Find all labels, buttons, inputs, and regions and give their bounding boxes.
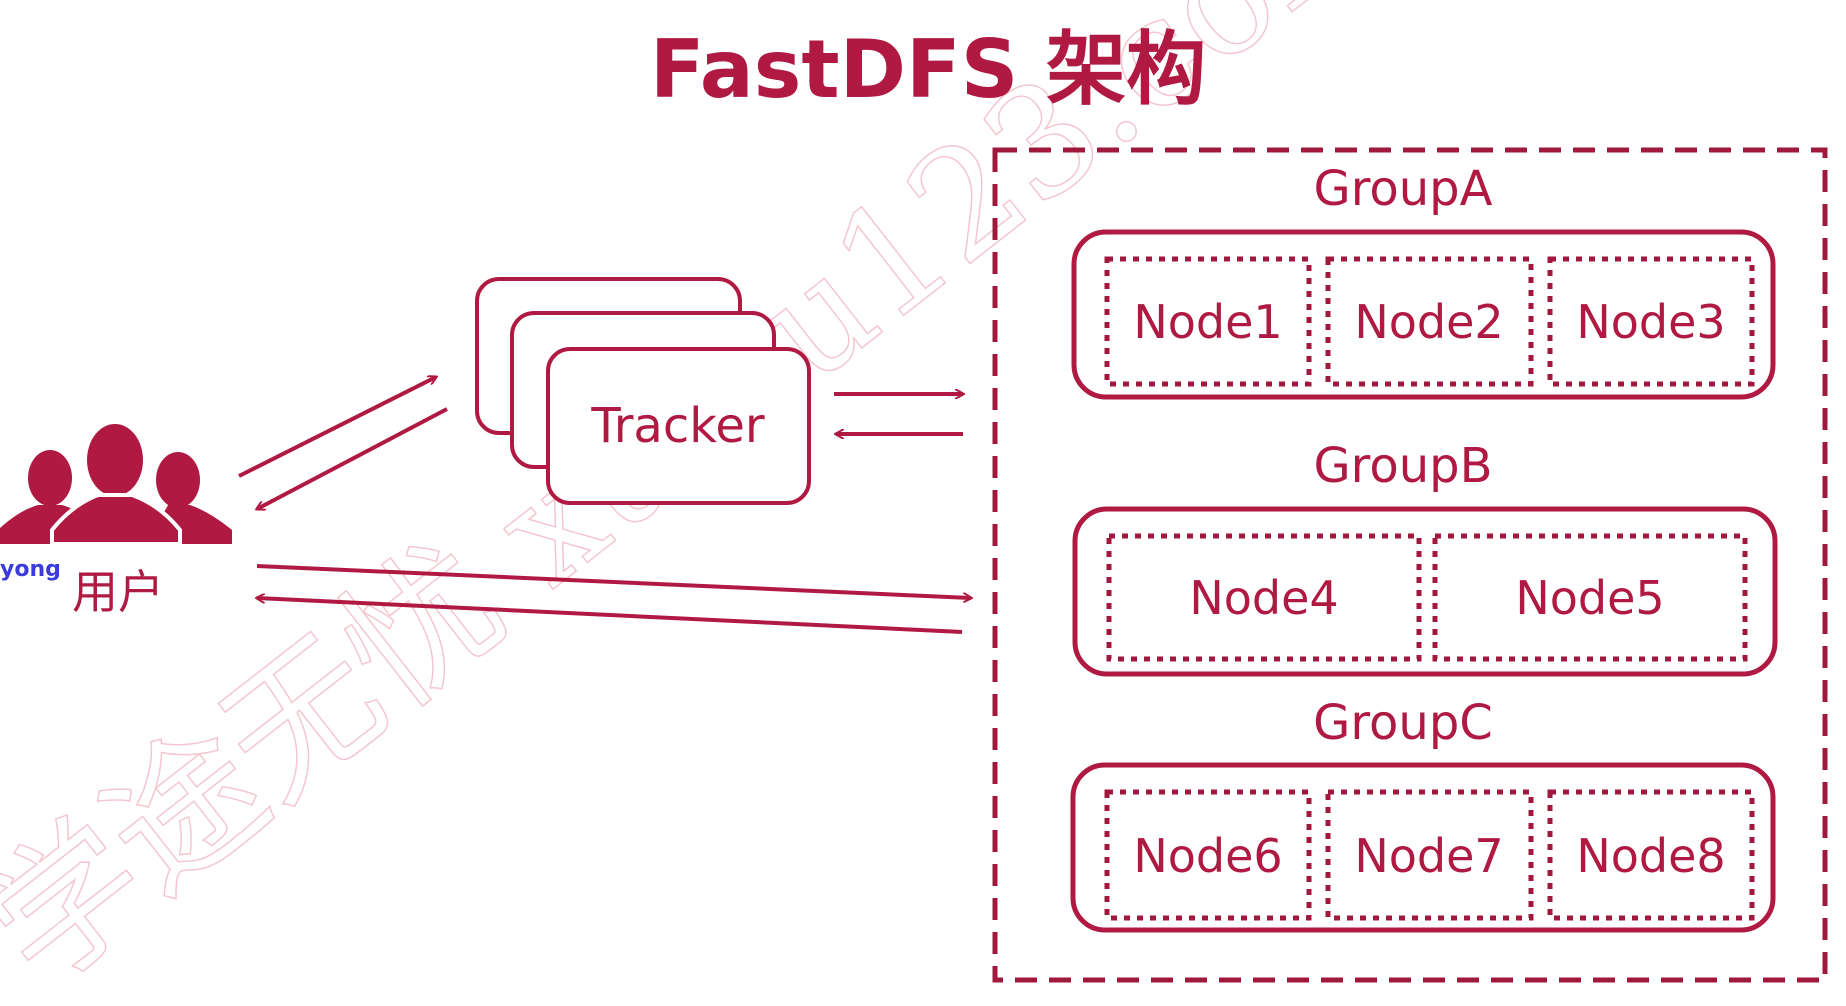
node3-box <box>1547 256 1755 387</box>
group-b-box <box>1072 506 1778 677</box>
node8-box <box>1547 789 1755 921</box>
user-label: 用户 <box>72 565 164 619</box>
node5-box <box>1432 533 1748 662</box>
group-c-box <box>1070 762 1776 933</box>
node6-box <box>1104 789 1312 921</box>
node6-label: Node6 <box>1133 829 1282 883</box>
page-title: FastDFS 架构 <box>650 23 1206 116</box>
node2-label: Node2 <box>1354 295 1503 349</box>
users-group-icon <box>0 424 232 546</box>
node1-box <box>1104 256 1312 387</box>
group-b-label: GroupB <box>1313 438 1492 494</box>
arrow-user-to-tracker <box>238 377 436 478</box>
arrow-user-to-storage <box>256 564 971 598</box>
tracker-box <box>546 347 811 505</box>
node1-label: Node1 <box>1133 295 1282 349</box>
group-c-label: GroupC <box>1313 695 1493 751</box>
node2-box <box>1325 256 1534 387</box>
group-a-box <box>1071 229 1776 400</box>
tracker-label: Tracker <box>590 398 764 454</box>
user-tag: yong <box>0 557 61 582</box>
node3-label: Node3 <box>1576 295 1725 349</box>
arrow-tracker-to-user <box>257 407 448 511</box>
node4-box <box>1106 533 1422 662</box>
node5-label: Node5 <box>1515 571 1664 625</box>
storage-cluster-box <box>992 147 1828 983</box>
tracker-stack <box>475 277 811 505</box>
arrow-storage-to-user <box>257 598 963 634</box>
group-a-label: GroupA <box>1314 161 1493 217</box>
node7-box <box>1325 789 1534 921</box>
node7-label: Node7 <box>1354 829 1503 883</box>
node4-label: Node4 <box>1189 571 1338 625</box>
node8-label: Node8 <box>1576 829 1725 883</box>
